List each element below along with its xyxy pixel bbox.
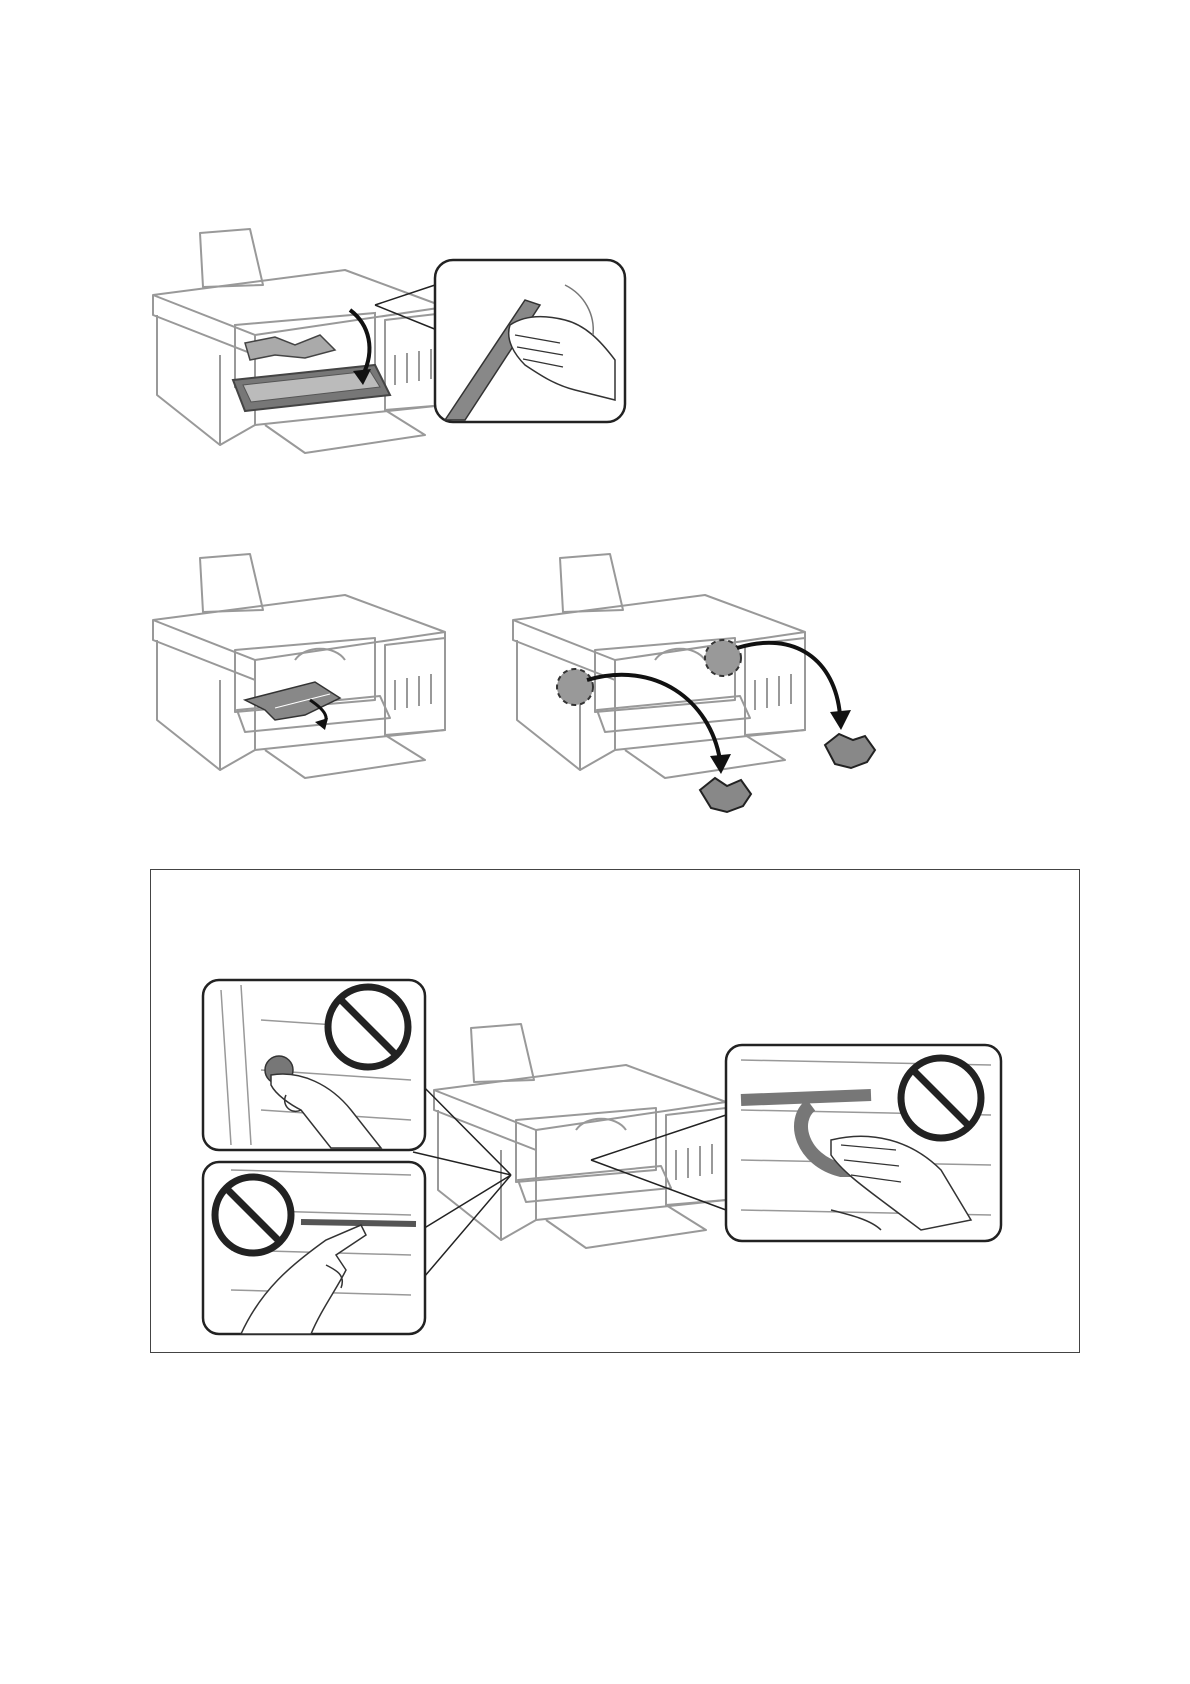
curved-arrow-icon	[587, 675, 720, 760]
printer-open-cover-illustration	[145, 225, 665, 455]
figure-pull-out-paper	[145, 550, 455, 785]
bubble-do-not-touch-cable	[203, 1162, 425, 1334]
figure-open-cover	[145, 225, 665, 455]
figure-remove-torn-pieces	[505, 550, 915, 840]
crumpled-paper-icon	[825, 734, 875, 768]
bubble-do-not-touch-film	[726, 1045, 1001, 1241]
curved-arrow-icon	[737, 643, 840, 715]
bubble-do-not-touch-roller	[203, 980, 425, 1150]
prohibited-icon	[901, 1058, 981, 1138]
caution-illustration	[151, 870, 1081, 1354]
prohibited-icon	[328, 987, 408, 1067]
printer-remove-pieces-illustration	[505, 550, 915, 840]
printer-pull-paper-illustration	[145, 550, 455, 785]
prohibited-icon	[215, 1177, 291, 1253]
crumpled-paper-icon	[700, 778, 751, 812]
paper-jam-icon	[245, 335, 335, 360]
caution-box	[150, 869, 1080, 1353]
